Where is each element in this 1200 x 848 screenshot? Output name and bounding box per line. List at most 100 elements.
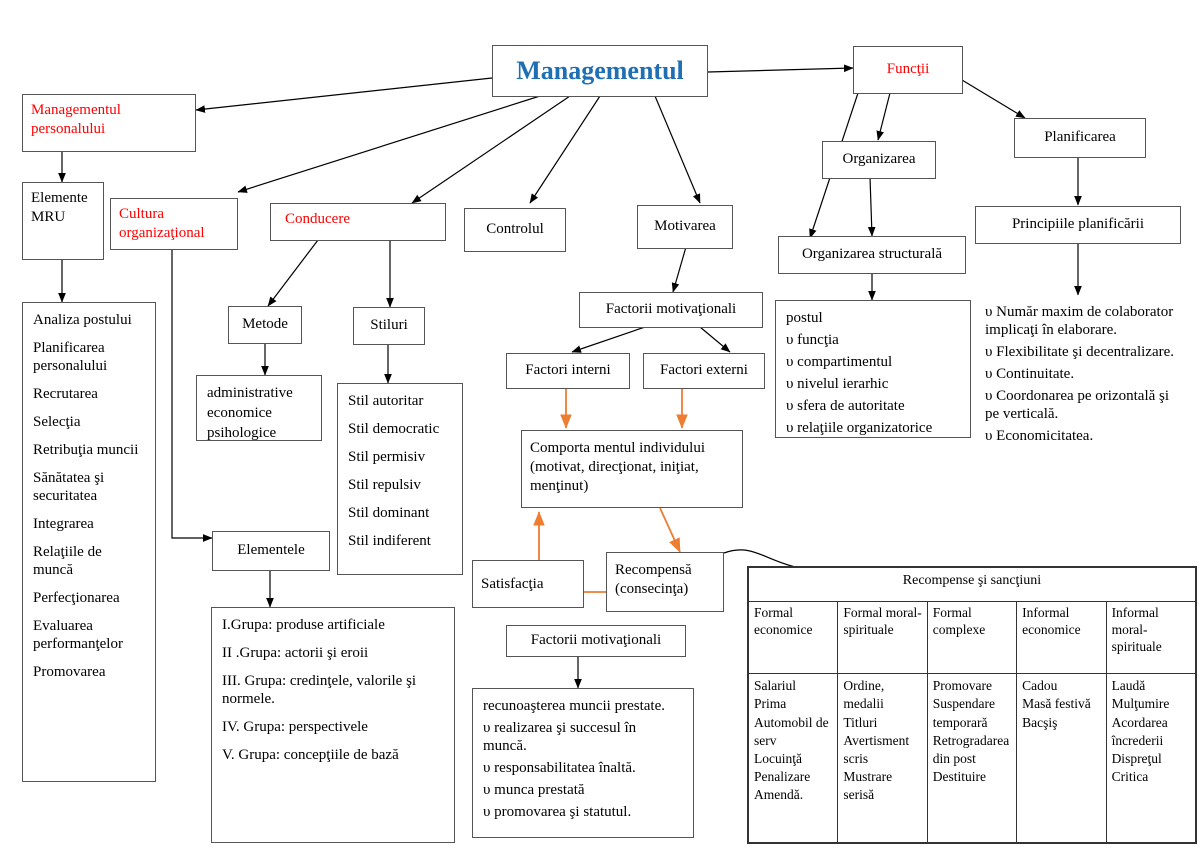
list-item: Stil permisiv	[348, 449, 426, 465]
list-metode: administrative economice psihologice	[196, 375, 322, 441]
node-managementul-personalului[interactable]: Managementul personalului	[22, 94, 196, 152]
node-functii-label: Funcţii	[886, 61, 930, 78]
node-metode-label: Metode	[242, 316, 288, 333]
list-item: III. Grupa: credinţele, valorile şi norm…	[222, 673, 417, 707]
node-cultura-organizational[interactable]: Cultura organizaţional	[110, 198, 238, 250]
list-item: υ responsabilitatea înaltă.	[483, 760, 636, 776]
table-caption: Recompense şi sancţiuni	[748, 567, 1196, 602]
list-item: υ Coordonarea pe orizontală şi pe vertic…	[985, 388, 1170, 422]
table-header-cell: Formal complexe	[926, 600, 1018, 675]
cell-line: Avertisment	[843, 732, 910, 748]
list-item: υ funcţia	[786, 332, 839, 348]
cell-line: Retrogradarea	[932, 732, 1010, 748]
node-principiile-planificarii-label: Principiile planificării	[1011, 216, 1145, 233]
node-planificarea-label: Planificarea	[1044, 129, 1116, 146]
node-factorii-motivationali-2[interactable]: Factorii motivaţionali	[506, 625, 686, 657]
node-principiile-planificarii[interactable]: Principiile planificării	[975, 206, 1181, 244]
table-cell-col4: Cadou Masă festivă Bacşiş	[1016, 673, 1107, 843]
cell-line: Titluri	[843, 714, 878, 730]
node-factori-interni-label: Factori interni	[525, 362, 611, 379]
node-factori-interni[interactable]: Factori interni	[506, 353, 630, 389]
list-elementele-grupe: I.Grupa: produse artificiale II .Grupa: …	[211, 607, 455, 843]
list-stiluri: Stil autoritar Stil democratic Stil perm…	[337, 383, 463, 575]
node-managementul[interactable]: Managementul	[492, 45, 708, 97]
list-item: II .Grupa: actorii şi eroii	[222, 645, 369, 661]
table-recompense-sanctiuni: Recompense şi sancţiuni Formal economice…	[747, 566, 1197, 844]
node-elemente-mru[interactable]: Elemente MRU	[22, 182, 104, 260]
node-factorii-motivationali[interactable]: Factorii motivaţionali	[579, 292, 763, 328]
cell-line: Dispreţul	[1111, 751, 1162, 767]
cell-line: Acordarea	[1111, 714, 1168, 730]
list-item: Evaluarea performanţelor	[33, 618, 123, 652]
list-item: Stil democratic	[348, 421, 440, 437]
cell-line: Bacşiş	[1022, 714, 1058, 730]
node-metode[interactable]: Metode	[228, 306, 302, 344]
node-planificarea[interactable]: Planificarea	[1014, 118, 1146, 158]
cell-line: Prima	[754, 696, 787, 712]
node-satisfactia[interactable]: Satisfacţia	[472, 560, 584, 608]
node-factori-externi-label: Factori externi	[660, 362, 748, 379]
node-elementele[interactable]: Elementele	[212, 531, 330, 571]
table-body-row: Salariul Prima Automobil de serv Locuinţ…	[747, 673, 1197, 843]
node-recompensa-label: Recompensă (consecinţa)	[615, 562, 692, 598]
list-item: Stil autoritar	[348, 393, 424, 409]
cell-line: scris	[843, 751, 869, 767]
table-header-cell: Informal moral-spirituale	[1105, 600, 1197, 675]
list-organizarea-structurala-items: postul υ funcţia υ compartimentul υ nive…	[775, 300, 971, 438]
cell-line: încrederii	[1111, 732, 1164, 748]
table-cell-col3: Promovare Suspendare temporară Retrograd…	[926, 673, 1018, 843]
node-motivarea[interactable]: Motivarea	[637, 205, 733, 249]
cell-line: Automobil de	[754, 714, 829, 730]
list-item: υ relaţiile organizatorice	[786, 420, 933, 436]
node-conducere-label: Conducere	[285, 211, 350, 227]
list-item: Stil indiferent	[348, 533, 431, 549]
cell-line: Masă festivă	[1022, 696, 1091, 712]
node-organizarea[interactable]: Organizarea	[822, 141, 936, 179]
table-cell-col5: Laudă Mulţumire Acordarea încrederii Dis…	[1105, 673, 1197, 843]
list-item: economice	[207, 405, 272, 421]
list-item: Recrutarea	[33, 386, 98, 402]
node-conducere[interactable]: Conducere	[270, 203, 446, 241]
cell-line: Cadou	[1022, 678, 1058, 694]
list-item: υ nivelul ierarhic	[786, 376, 889, 392]
node-recompensa[interactable]: Recompensă (consecinţa)	[606, 552, 724, 612]
cell-line: Penalizare	[754, 769, 811, 785]
node-elemente-mru-label: Elemente MRU	[31, 190, 88, 226]
node-managementul-personalului-label: Managementul personalului	[31, 102, 121, 138]
list-item: υ Flexibilitate şi decentralizare.	[985, 344, 1175, 360]
node-factori-externi[interactable]: Factori externi	[643, 353, 765, 389]
cell-line: Locuinţă	[754, 751, 802, 767]
node-organizarea-structurala[interactable]: Organizarea structurală	[778, 236, 966, 274]
node-motivarea-label: Motivarea	[654, 218, 716, 235]
table-header-cell: Formal economice	[747, 600, 839, 675]
cell-line: serv	[754, 732, 777, 748]
table-cell-col1: Salariul Prima Automobil de serv Locuinţ…	[747, 673, 839, 843]
node-stiluri[interactable]: Stiluri	[353, 307, 425, 345]
cell-line: Ordine, medalii	[843, 678, 885, 712]
list-item: Retribuţia muncii	[33, 442, 139, 458]
table-caption-row: Recompense şi sancţiuni	[748, 567, 1196, 602]
list-item: υ sfera de autoritate	[786, 398, 905, 414]
list-item: IV. Grupa: perspectivele	[222, 719, 368, 735]
list-item: υ promovarea şi statutul.	[483, 804, 632, 820]
list-factori-motivationali-detalii: recunoaşterea muncii prestate. υ realiza…	[472, 688, 694, 838]
list-item: psihologice	[207, 425, 277, 441]
node-organizarea-structurala-label: Organizarea structurală	[801, 246, 943, 263]
cell-line: Mulţumire	[1111, 696, 1170, 712]
table-cell-col2: Ordine, medalii Titluri Avertisment scri…	[837, 673, 928, 843]
list-item: Selecţia	[33, 414, 81, 430]
table-header-cell: Formal moral-spirituale	[837, 600, 928, 675]
table-header-row: Formal economice Formal moral-spirituale…	[747, 600, 1197, 675]
node-functii[interactable]: Funcţii	[853, 46, 963, 94]
list-item: υ Economicitatea.	[985, 428, 1094, 444]
node-comportamentul-label: Comporta mentul individului (motivat, di…	[530, 440, 705, 495]
list-item: υ realizarea şi succesul în muncă.	[483, 720, 637, 754]
node-controlul[interactable]: Controlul	[464, 208, 566, 252]
list-item: administrative	[207, 385, 293, 401]
cell-line: Critica	[1111, 769, 1149, 785]
list-mru-processes: Analiza postului Planificarea personalul…	[22, 302, 156, 782]
node-factorii-motivationali-label: Factorii motivaţionali	[605, 301, 737, 318]
node-comportamentul[interactable]: Comporta mentul individului (motivat, di…	[521, 430, 743, 508]
node-controlul-label: Controlul	[486, 221, 544, 238]
